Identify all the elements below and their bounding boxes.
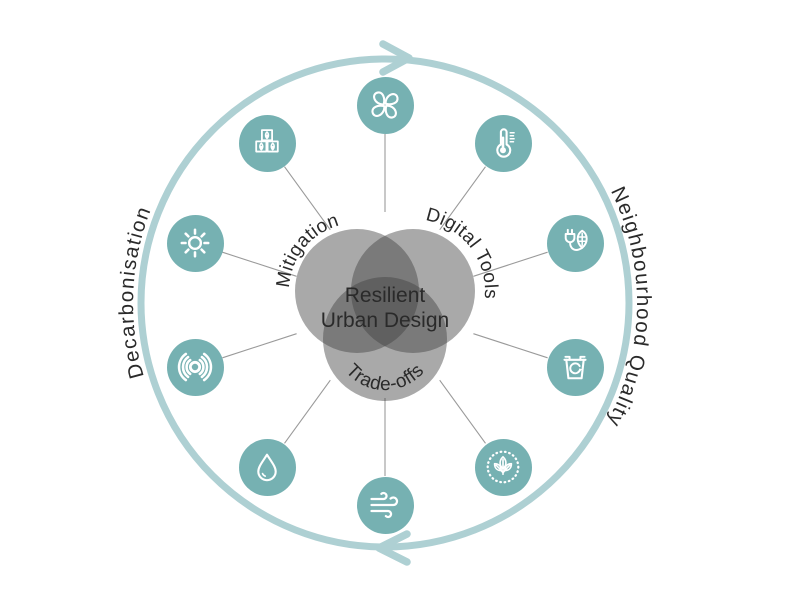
connector-line bbox=[284, 379, 331, 444]
center-title-line1: Resilient bbox=[344, 284, 426, 307]
noise-waves-icon bbox=[166, 338, 224, 396]
connector-lines bbox=[222, 134, 548, 476]
connector-line bbox=[439, 166, 486, 231]
diagram-center-title: Resilient Urban Design bbox=[275, 283, 495, 333]
connector-line bbox=[439, 379, 486, 444]
recycling-bin-icon bbox=[546, 338, 604, 396]
connector-line bbox=[473, 333, 548, 359]
connector-line bbox=[222, 251, 297, 277]
fan-icon bbox=[356, 76, 414, 134]
wind-icon-glyph bbox=[370, 491, 399, 519]
fan-icon-glyph bbox=[371, 91, 399, 119]
water-drop-icon bbox=[238, 438, 296, 496]
eco-leaves-badge-icon bbox=[474, 438, 532, 496]
sustainable-blocks-icon-glyph bbox=[255, 129, 279, 153]
clockwise-arrow-top-icon bbox=[379, 40, 413, 76]
connector-line bbox=[473, 251, 548, 277]
sun-icon bbox=[166, 214, 224, 272]
venn-diagram bbox=[295, 229, 475, 401]
venn-circle-mitigation bbox=[295, 229, 419, 353]
water-drop-icon-glyph bbox=[257, 453, 277, 482]
venn-circle-digital-tools bbox=[351, 229, 475, 353]
clockwise-arrow-bottom-icon bbox=[375, 530, 411, 566]
connector-line bbox=[284, 166, 331, 231]
thermometer-icon bbox=[474, 114, 532, 172]
recycling-bin-icon-glyph bbox=[563, 355, 587, 380]
center-title-line2: Urban Design bbox=[320, 309, 450, 332]
thermometer-icon-glyph bbox=[496, 128, 515, 158]
green-energy-plug-icon bbox=[546, 214, 604, 272]
sustainable-blocks-icon bbox=[238, 114, 296, 172]
eco-leaves-badge-icon-glyph bbox=[486, 450, 520, 484]
green-energy-plug-icon-glyph bbox=[564, 228, 588, 251]
noise-waves-icon-glyph bbox=[177, 352, 213, 382]
connector-line bbox=[222, 333, 297, 359]
venn-circle-trade-offs bbox=[323, 277, 447, 401]
sun-icon-glyph bbox=[180, 228, 210, 258]
wind-icon bbox=[356, 476, 414, 534]
